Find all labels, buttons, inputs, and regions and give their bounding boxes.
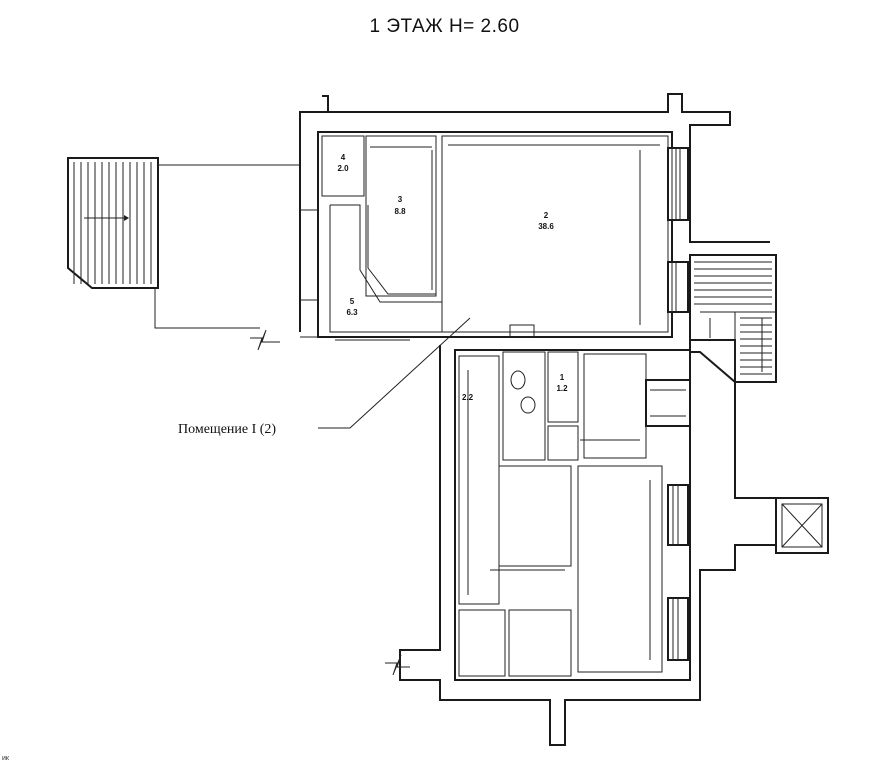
break-mark-bottom (385, 654, 410, 676)
room-2-area: 38.6 (538, 222, 554, 231)
room-3-area: 8.8 (394, 207, 406, 216)
room-4-area: 2.0 (337, 164, 349, 173)
room-1 (547, 351, 579, 423)
upper-block (299, 93, 770, 338)
vent-box (509, 324, 535, 338)
callout-label: Помещение I (2) (178, 422, 276, 437)
room-middle (498, 465, 572, 567)
room-5-number: 5 (350, 297, 355, 306)
floor-title: 1 ЭТАЖ H= 2.60 (369, 16, 520, 37)
room-5 (329, 204, 443, 333)
windows-right (667, 147, 689, 313)
side-room-label: 2.2 (462, 393, 474, 402)
toilet-icon (520, 396, 536, 414)
entrance-stair-left (67, 157, 159, 289)
room-4 (321, 135, 365, 197)
room-3-number: 3 (398, 195, 403, 204)
shaft-box (775, 497, 829, 554)
room-4-number: 4 (341, 153, 346, 162)
corridor-right (689, 340, 777, 701)
lower-block (399, 324, 700, 746)
room-bottom-left (458, 609, 506, 677)
break-mark-left (250, 329, 280, 351)
corner-text: ик (2, 755, 10, 762)
sink-icon (510, 370, 526, 390)
room-1-number: 1 (560, 373, 565, 382)
callout-leader (318, 317, 471, 429)
wc-room (502, 351, 546, 461)
room-2-number: 2 (544, 211, 549, 220)
porch-edge-lower (154, 288, 260, 329)
room-3 (365, 135, 437, 297)
dimension-lines (335, 144, 660, 660)
small-room (547, 425, 579, 461)
room-2 (441, 135, 669, 333)
room-right-lower (577, 465, 663, 673)
room-bottom-middle (508, 609, 572, 677)
room-1-area: 1.2 (556, 384, 568, 393)
room-5-area: 6.3 (346, 308, 358, 317)
